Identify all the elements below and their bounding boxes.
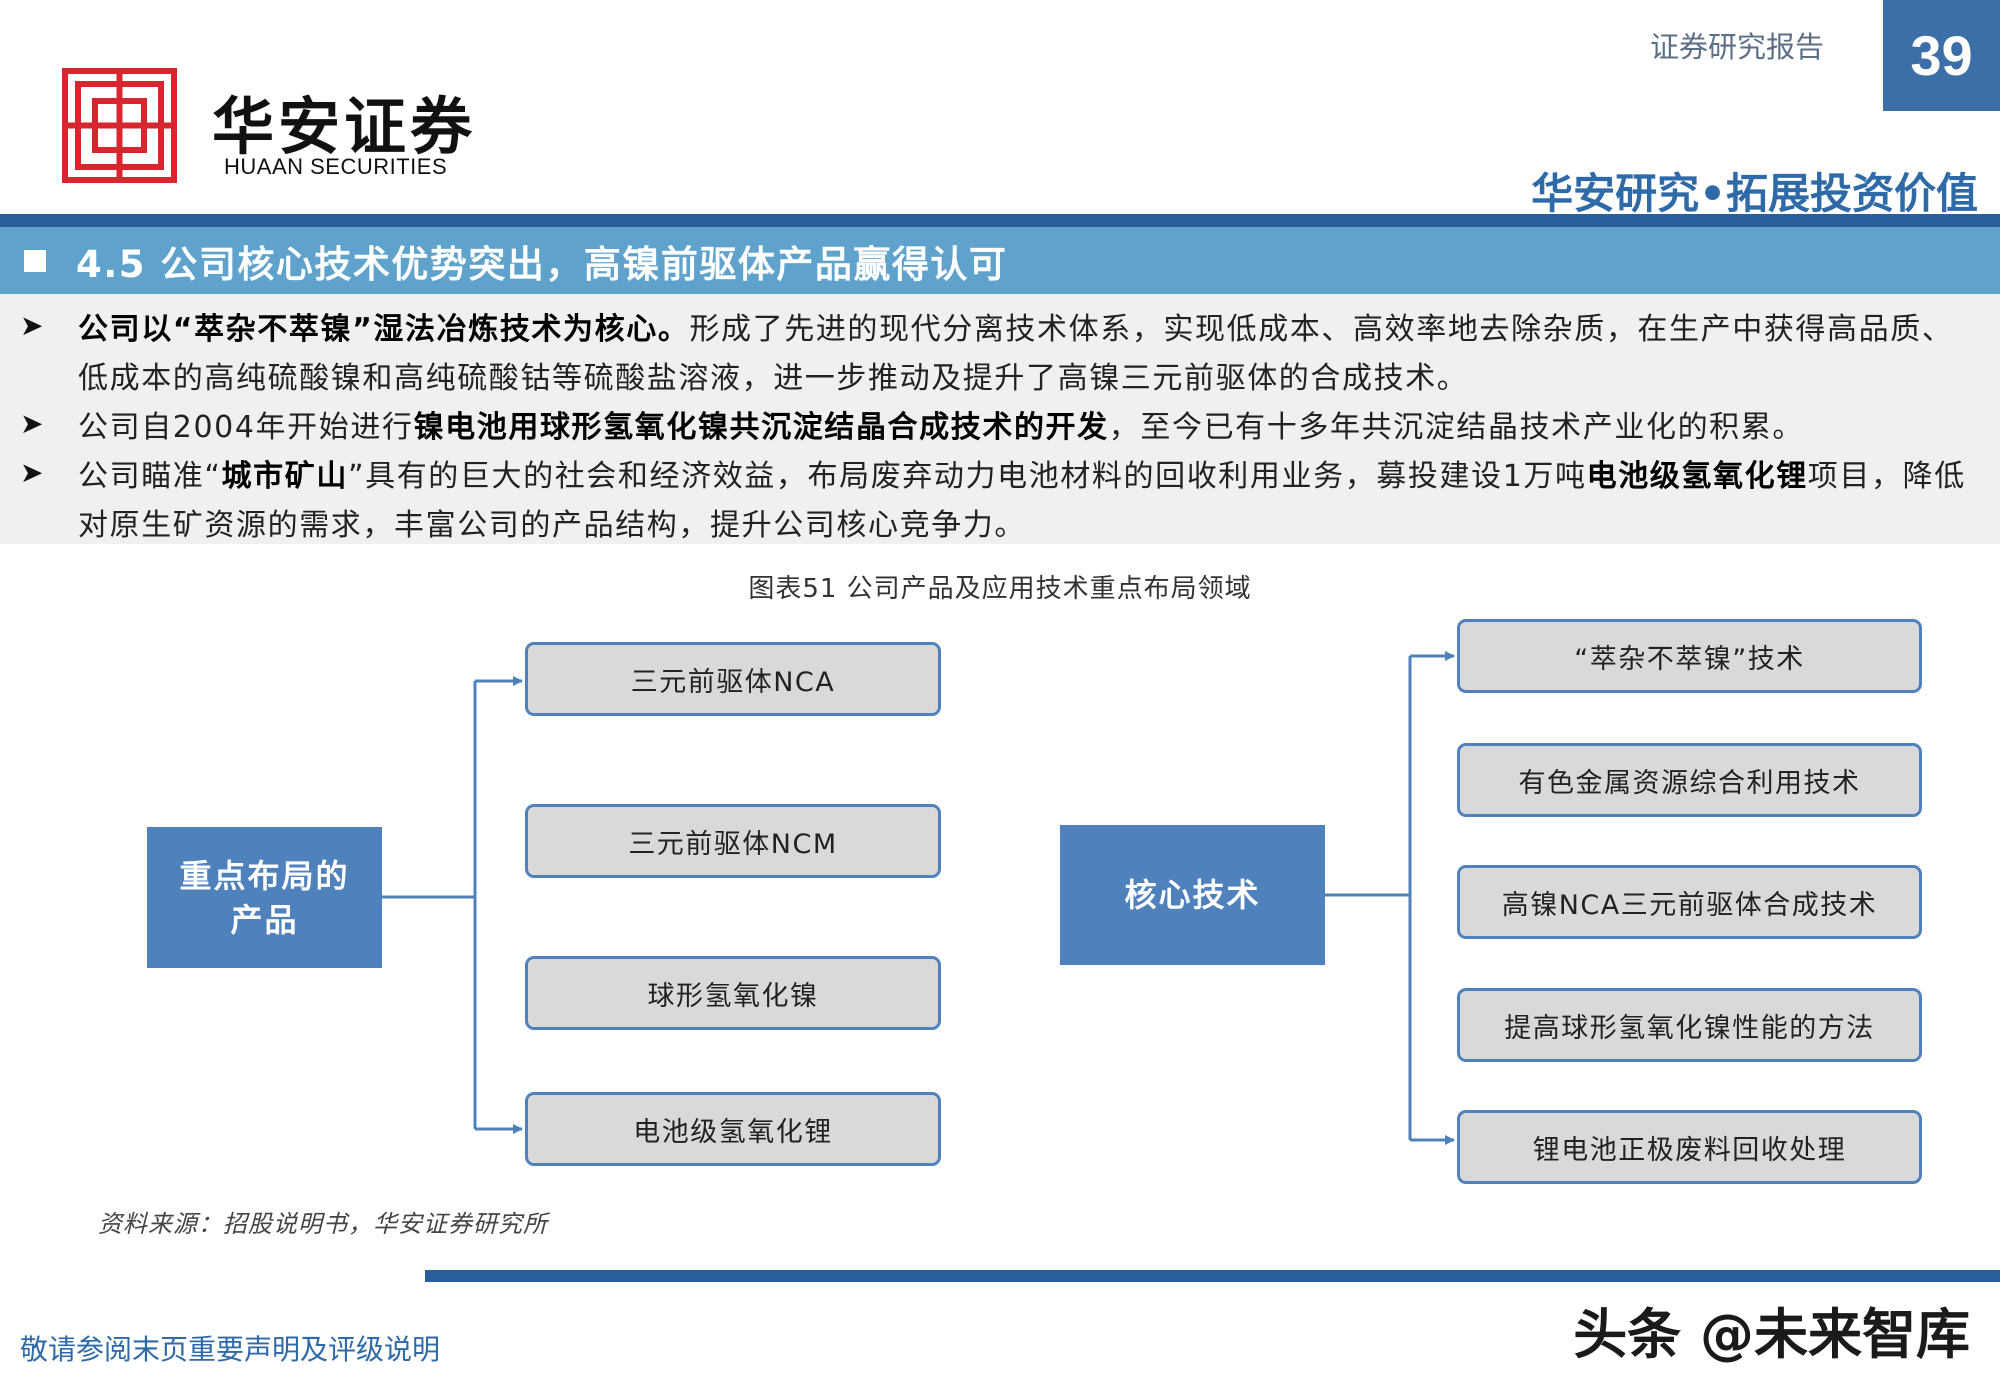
products-hub-line2: 产品 (230, 900, 299, 939)
product-box: 球形氢氧化镍 (525, 956, 941, 1030)
core-tech-hub: 核心技术 (1060, 825, 1325, 965)
technology-box: “萃杂不萃镍”技术 (1457, 619, 1922, 693)
bullet-text-run: ，至今已有十多年共沉淀结晶技术产业化的积累。 (1108, 410, 1804, 445)
arrow-bullet-icon: ➤ (20, 309, 44, 342)
bullet-list: ➤ 公司以“萃杂不萃镍”湿法冶炼技术为核心。形成了先进的现代分离技术体系，实现低… (0, 294, 2000, 544)
products-hub-line1: 重点布局的 (179, 856, 350, 895)
section-title-bar: 4.5 公司核心技术优势突出，高镍前驱体产品赢得认可 (0, 227, 2000, 294)
bullet-text-run: 形成了先进的现代分离技术体系，实现低成本、高效率地去除杂质，在生产中获得高品质、… (78, 312, 1954, 396)
product-box: 三元前驱体NCM (525, 804, 941, 878)
section-title: 4.5 公司核心技术优势突出，高镍前驱体产品赢得认可 (76, 242, 1008, 286)
page-number: 39 (1883, 0, 2000, 111)
square-bullet-icon (24, 249, 46, 272)
bullet-text-run: ”具有的巨大的社会和经济效益，布局废弃动力电池材料的回收利用业务，募投建设1万吨 (347, 459, 1587, 494)
products-hub: 重点布局的 产品 (147, 827, 382, 968)
technology-box: 有色金属资源综合利用技术 (1457, 743, 1922, 817)
bullet-text-run: 公司瞄准“ (78, 459, 222, 494)
bullet-text: 公司自2004年开始进行镍电池用球形氢氧化镍共沉淀结晶合成技术的开发，至今已有十… (78, 403, 1983, 452)
technology-box: 锂电池正极废料回收处理 (1457, 1110, 1922, 1184)
logo-chinese-name: 华安证券 (212, 90, 477, 163)
product-box: 电池级氢氧化锂 (525, 1092, 941, 1166)
watermark: 头条 @未来智库 (1573, 1303, 1970, 1366)
bullet-text-bold: 公司以“萃杂不萃镍”湿法冶炼技术为核心。 (78, 312, 690, 347)
bullet-text-run: 项目，降低对原生矿资源的需求，丰富公司的产品结构，提升公司核心竞争力。 (78, 459, 1966, 543)
source-note: 资料来源：招股说明书，华安证券研究所 (98, 1210, 548, 1238)
technology-box: 高镍NCA三元前驱体合成技术 (1457, 865, 1922, 939)
report-type-label: 证券研究报告 (1650, 30, 1825, 64)
figure-caption: 图表51 公司产品及应用技术重点布局领域 (748, 574, 1252, 604)
footer-divider (425, 1270, 2000, 1282)
bullet-text-run: 公司自2004年开始进行 (78, 410, 414, 445)
bullet-text-bold: 镍电池用球形氢氧化镍共沉淀结晶合成技术的开发 (413, 410, 1109, 445)
slogan: 华安研究•拓展投资价值 (1531, 169, 1978, 218)
logo-english-name: HUAAN SECURITIES (224, 154, 448, 179)
technology-box: 提高球形氢氧化镍性能的方法 (1457, 988, 1922, 1062)
arrow-bullet-icon: ➤ (20, 456, 44, 489)
logo-mark-icon (62, 68, 177, 183)
arrow-bullet-icon: ➤ (20, 407, 44, 440)
header-divider (0, 214, 2000, 227)
bullet-text: 公司以“萃杂不萃镍”湿法冶炼技术为核心。形成了先进的现代分离技术体系，实现低成本… (78, 305, 1983, 403)
bullet-text: 公司瞄准“城市矿山”具有的巨大的社会和经济效益，布局废弃动力电池材料的回收利用业… (78, 452, 1983, 550)
bullet-text-bold: 城市矿山 (221, 459, 348, 494)
bullet-text-bold: 电池级氢氧化锂 (1586, 459, 1808, 494)
disclaimer: 敬请参阅末页重要声明及评级说明 (20, 1333, 441, 1366)
product-box: 三元前驱体NCA (525, 642, 941, 716)
